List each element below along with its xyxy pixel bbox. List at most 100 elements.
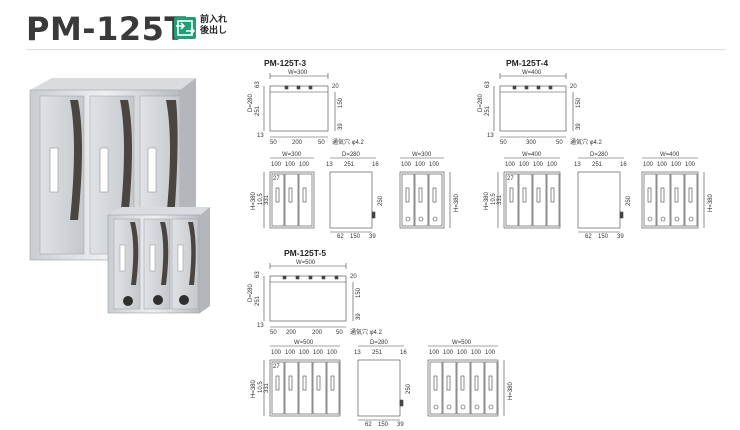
top-dim-e: 150 (576, 97, 582, 108)
top-dim-b: 251 (255, 295, 261, 306)
top-depth-dim: D=280 (248, 283, 254, 302)
front-cell-3: 100 (299, 350, 310, 356)
side-view (577, 157, 624, 233)
top-seg-b: 200 (286, 330, 297, 336)
front-dim-c: 27 (507, 176, 514, 182)
front-dim-a: 10.5 (258, 193, 264, 205)
side-view (357, 345, 404, 421)
side-bottom-a: 62 (337, 234, 344, 240)
front-cell-2: 100 (285, 350, 296, 356)
top-dim-c: 13 (257, 133, 264, 139)
top-seg-c: 200 (312, 330, 323, 336)
back-height-dim: H=380 (454, 193, 460, 212)
back-height-dim: H=380 (508, 381, 514, 400)
top-width-dim: W=300 (288, 70, 308, 76)
top-dim-small: 20 (332, 84, 339, 90)
top-seg-a: 50 (500, 140, 507, 146)
side-bottom-a: 62 (585, 234, 592, 240)
back-cell-3: 100 (429, 162, 440, 168)
side-dim-b: 251 (592, 162, 603, 168)
front-cell-5: 100 (327, 350, 338, 356)
side-bottom-b: 150 (350, 234, 361, 240)
back-cell-1: 100 (429, 350, 440, 356)
side-dim-a: 13 (574, 162, 581, 168)
top-dim-b: 251 (255, 105, 261, 116)
front-cell-1: 100 (505, 162, 516, 168)
top-depth-dim: D=280 (478, 93, 484, 112)
vent-hole-note: 通気穴 φ4.2 (570, 138, 603, 146)
variant-pm-125t-3: PM-125T-3 W=300 D=280 63 251 13 20 150 3… (248, 58, 460, 240)
side-dim-b: 251 (344, 162, 355, 168)
front-cell-4: 100 (313, 350, 324, 356)
top-dim-f: 39 (576, 123, 582, 130)
back-cell-4: 100 (471, 350, 482, 356)
top-width-dim: W=500 (296, 260, 316, 266)
top-seg-c: 50 (318, 140, 325, 146)
front-dim-b: 331 (264, 194, 270, 205)
front-width-dim: W=300 (282, 152, 302, 158)
side-bottom-c: 39 (397, 422, 404, 428)
large-mailbox-unit (29, 78, 196, 261)
badge-line-2: 後出し (200, 26, 228, 36)
top-dim-small: 20 (350, 274, 357, 280)
back-cell-4: 100 (685, 162, 696, 168)
header-divider (26, 49, 726, 50)
variant-pm-125t-4: PM-125T-4 W=400 D=280 63 251 13 20 150 3… (478, 58, 714, 240)
front-dim-b: 331 (497, 194, 503, 205)
side-depth-dim: D=280 (370, 340, 389, 346)
back-cell-2: 100 (415, 162, 426, 168)
front-dim-c: 27 (273, 176, 280, 182)
top-dim-small: 20 (570, 84, 577, 90)
back-cell-5: 100 (485, 350, 496, 356)
side-dim-a: 13 (326, 162, 333, 168)
front-cell-2: 100 (519, 162, 530, 168)
back-cell-1: 100 (401, 162, 412, 168)
top-dim-e: 150 (356, 287, 362, 298)
top-dim-a: 63 (255, 81, 261, 88)
variant-label: PM-125T-3 (264, 58, 306, 68)
back-width-dim: W=500 (452, 340, 472, 346)
variant-label: PM-125T-4 (506, 58, 548, 68)
vent-hole-note: 通気穴 φ4.2 (350, 328, 383, 336)
side-bottom-a: 62 (365, 422, 372, 428)
front-dim-a: 10.5 (258, 381, 264, 393)
front-height-dim: H=380 (484, 191, 490, 210)
top-dim-c: 13 (257, 323, 264, 329)
top-view (263, 263, 354, 328)
back-height-dim: H=380 (708, 193, 714, 212)
side-bottom-c: 39 (617, 234, 624, 240)
front-cell-1: 100 (271, 162, 282, 168)
top-dim-c: 13 (487, 133, 494, 139)
side-depth-dim: D=280 (590, 152, 609, 158)
badge-glyph-icon (176, 20, 196, 36)
front-cell-1: 100 (271, 350, 282, 356)
front-width-dim: W=400 (522, 152, 542, 158)
top-depth-dim: D=280 (248, 93, 254, 112)
front-view (263, 345, 341, 417)
top-dim-b: 251 (485, 105, 491, 116)
side-depth-dim: D=280 (342, 152, 361, 158)
variant-pm-125t-5: PM-125T-5 W=500 D=280 63 251 13 20 150 3… (248, 248, 514, 428)
front-view (497, 157, 561, 229)
front-height-dim: H=380 (251, 191, 257, 210)
side-dim-d: 250 (626, 195, 632, 206)
side-bottom-c: 39 (369, 234, 376, 240)
back-cell-2: 100 (657, 162, 668, 168)
back-view (641, 157, 705, 229)
front-view (263, 157, 315, 229)
top-view (493, 73, 574, 138)
top-view (263, 73, 336, 138)
top-dim-a: 63 (255, 271, 261, 278)
top-dim-f: 39 (356, 313, 362, 320)
front-cell-3: 100 (299, 162, 310, 168)
back-view (399, 157, 451, 229)
back-cell-2: 100 (443, 350, 454, 356)
front-cell-4: 100 (547, 162, 558, 168)
back-width-dim: W=300 (412, 152, 432, 158)
side-dim-c: 16 (372, 162, 379, 168)
badge-line-1: 前入れ (200, 15, 228, 25)
back-cell-3: 100 (671, 162, 682, 168)
top-dim-f: 39 (338, 123, 344, 130)
side-dim-c: 16 (400, 350, 407, 356)
